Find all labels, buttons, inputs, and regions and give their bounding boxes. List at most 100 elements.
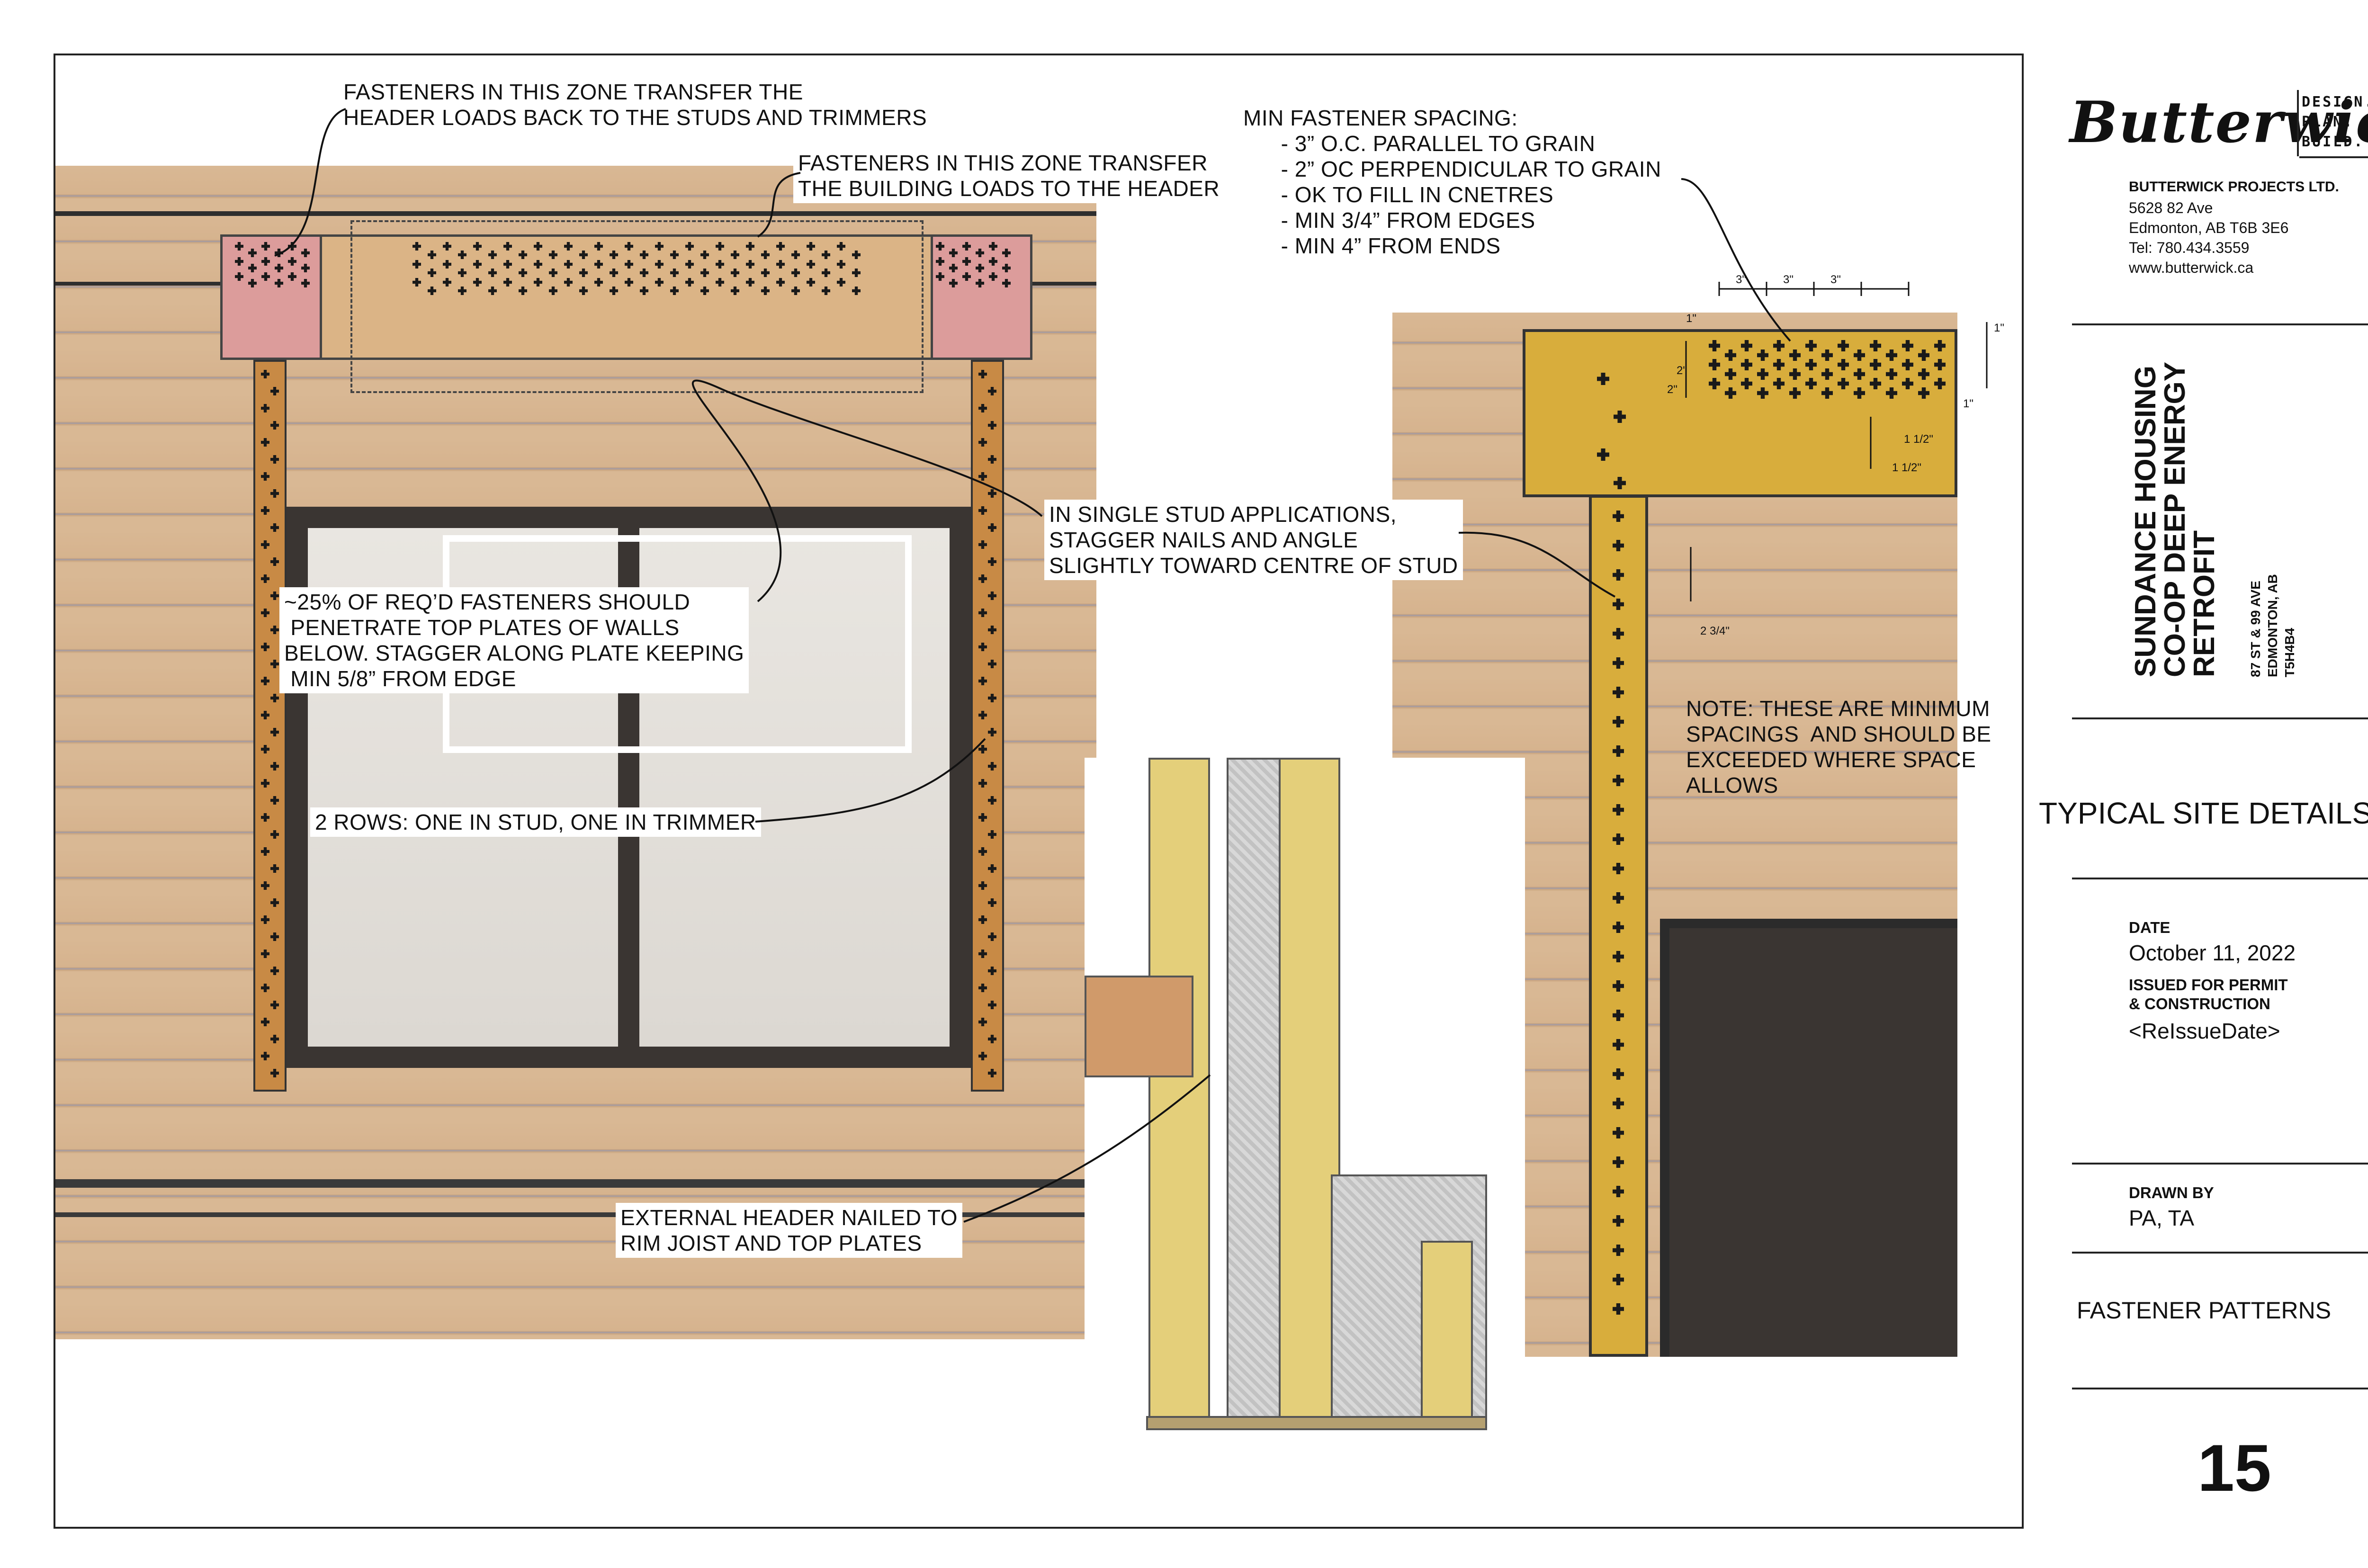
fastener-mark: [988, 796, 996, 805]
right-door-frame: [1660, 919, 1957, 1357]
fastener-mark: [275, 264, 283, 272]
fastener-mark: [235, 242, 243, 251]
fastener-mark: [1757, 387, 1768, 399]
fastener-mark: [976, 264, 984, 272]
dim-one-half-a: 1 1/2": [1904, 433, 1933, 446]
fastener-mark: [270, 557, 279, 566]
callout-two-rows: 2 ROWS: ONE IN STUD, ONE IN TRIMMER: [310, 807, 761, 837]
fastener-mark: [761, 251, 770, 259]
fastener-mark: [1614, 477, 1626, 489]
fastener-mark: [1838, 378, 1849, 389]
fastener-mark: [976, 249, 984, 257]
drawn-value: PA, TA: [2129, 1206, 2195, 1230]
fastener-mark: [776, 260, 785, 269]
fastener-mark: [1757, 349, 1768, 361]
leader-lines: [274, 108, 1791, 1223]
fastener-mark: [822, 251, 830, 259]
fastener-mark: [807, 278, 815, 287]
fastener-mark: [988, 728, 996, 736]
fastener-mark: [1613, 1010, 1624, 1021]
fastener-mark: [564, 260, 573, 269]
dim-1in-a: 1": [1686, 312, 1696, 325]
callout-minimum-note: NOTE: THESE ARE MINIMUM SPACINGS AND SHO…: [1686, 696, 1991, 797]
fastener-mark: [1613, 1215, 1624, 1227]
fastener-mark: [261, 643, 269, 651]
fastener-mark: [564, 242, 573, 251]
fastener-mark: [1757, 368, 1768, 380]
fastener-mark: [503, 278, 512, 287]
fastener-mark: [978, 540, 987, 549]
fastener-mark: [235, 272, 243, 281]
fastener-mark: [270, 967, 279, 975]
fastener-mark: [670, 287, 679, 295]
tb-rule-4: [2072, 1163, 2368, 1165]
fastener-mark: [988, 1001, 996, 1009]
fastener-mark: [746, 242, 754, 251]
fastener-mark: [1805, 340, 1817, 351]
section-stud-b: [1279, 758, 1340, 1430]
fastener-mark: [978, 950, 987, 958]
reissue-value: <ReIssueDate>: [2129, 1019, 2280, 1043]
fastener-mark: [261, 711, 269, 719]
company-address: 5628 82 Ave Edmonton, AB T6B 3E6 Tel: 78…: [2129, 199, 2289, 276]
fastener-mark: [1773, 378, 1785, 389]
fastener-mark: [1613, 599, 1624, 610]
fastener-mark: [473, 242, 482, 251]
fastener-mark: [1613, 657, 1624, 669]
fastener-mark: [1613, 1039, 1624, 1050]
fastener-mark: [1725, 349, 1736, 361]
logo-border-bottom: [2299, 156, 2368, 158]
fastener-mark: [731, 251, 739, 259]
project-name: SUNDANCE HOUSING CO-OP DEEP ENERGY RETRO…: [2129, 361, 2221, 677]
logo-divider: [2297, 90, 2299, 156]
fastener-mark: [270, 660, 279, 668]
fastener-mark: [978, 915, 987, 924]
logo-tagline: DESIGN. PLAN. BUILD.: [2302, 94, 2368, 150]
fastener-mark: [1870, 359, 1881, 370]
fastener-mark: [610, 287, 618, 295]
tb-rule-3: [2072, 878, 2368, 879]
fastener-mark: [978, 779, 987, 788]
fastener-mark: [270, 421, 279, 430]
fastener-mark: [270, 932, 279, 941]
fastener-mark: [1854, 368, 1865, 380]
fastener-mark: [1613, 716, 1624, 727]
fastener-mark: [579, 287, 588, 295]
fastener-mark: [1613, 1274, 1624, 1285]
fastener-mark: [1773, 340, 1785, 351]
fastener-mark: [1613, 1245, 1624, 1256]
fastener-mark: [978, 472, 987, 481]
fastener-mark: [235, 257, 243, 266]
fastener-mark: [301, 249, 310, 257]
fastener-mark: [1597, 448, 1609, 461]
fastener-mark: [534, 242, 542, 251]
fastener-mark: [962, 242, 971, 251]
fastener-mark: [549, 269, 557, 277]
fastener-mark: [270, 591, 279, 600]
fastener-mark: [625, 260, 633, 269]
fastener-mark: [988, 898, 996, 907]
fastener-mark: [685, 242, 694, 251]
fastener-mark: [270, 455, 279, 464]
fastener-mark: [988, 489, 996, 498]
fastener-mark: [837, 242, 845, 251]
fastener-mark: [685, 278, 694, 287]
fastener-mark: [1934, 359, 1946, 370]
fastener-mark: [261, 677, 269, 685]
callout-single-stud: IN SINGLE STUD APPLICATIONS, STAGGER NAI…: [1044, 500, 1463, 580]
fastener-mark: [261, 242, 270, 251]
fastener-mark: [261, 1052, 269, 1060]
fastener-mark: [1902, 340, 1913, 351]
fastener-mark: [1613, 775, 1624, 786]
fastener-mark: [1613, 951, 1624, 962]
dim-1in-c: 1": [1963, 397, 1973, 410]
fastener-mark: [270, 864, 279, 873]
fastener-mark: [1613, 1098, 1624, 1109]
callout-top-plates: ~25% OF REQ’D FASTENERS SHOULD PENETRATE…: [279, 587, 749, 693]
fastener-mark: [288, 272, 296, 281]
sheet-title: TYPICAL SITE DETAILS: [2039, 796, 2368, 830]
fastener-mark: [1709, 359, 1720, 370]
section-stud-a: [1148, 758, 1210, 1430]
fastener-mark: [1725, 387, 1736, 399]
fastener-mark: [640, 287, 648, 295]
